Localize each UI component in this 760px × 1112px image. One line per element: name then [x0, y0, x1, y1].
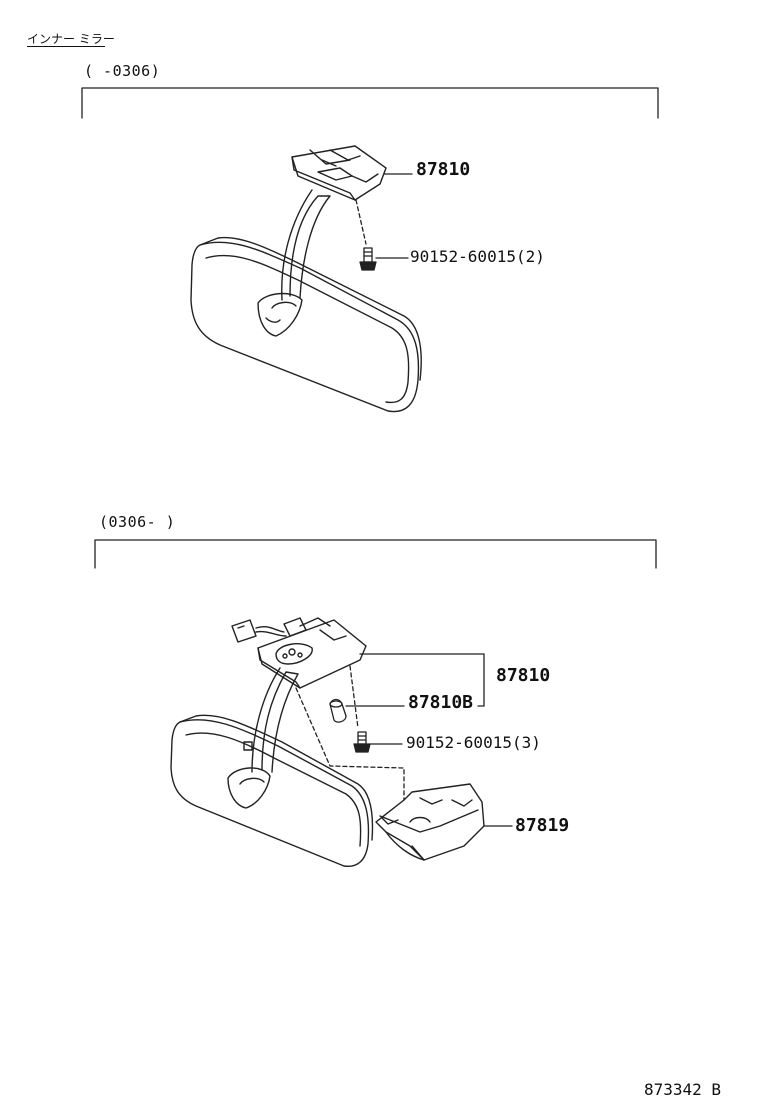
- section-1-range-label: ( -0306): [84, 62, 161, 80]
- diagram-title: インナー ミラー: [27, 32, 115, 46]
- dash-lower-1: [295, 687, 405, 801]
- part-number-87810-lower: 87810: [496, 665, 551, 686]
- section-2-bracket: [94, 539, 657, 569]
- part-number-90152-upper: 90152-60015(2): [410, 247, 545, 266]
- part-number-87810-upper: 87810: [416, 159, 471, 180]
- dash-lower-2: [349, 665, 359, 729]
- dash-upper: [355, 199, 367, 245]
- mirror-upper: [190, 145, 422, 413]
- screw-upper: [359, 247, 377, 271]
- lens-cover-87819: [375, 783, 485, 861]
- section-1-bracket: [81, 87, 659, 119]
- figure-code: 873342 B: [644, 1080, 722, 1099]
- part-number-90152-lower: 90152-60015(3): [406, 733, 541, 752]
- part-number-87819: 87819: [515, 815, 570, 836]
- bulb-87810B: [329, 698, 347, 723]
- title-underline: [27, 46, 105, 47]
- part-number-87810B: 87810B: [408, 692, 474, 713]
- leader-87810-lower: [359, 653, 485, 707]
- screw-lower: [353, 731, 371, 753]
- mirror-lower: [170, 617, 374, 867]
- section-2-range-label: (0306- ): [99, 513, 176, 531]
